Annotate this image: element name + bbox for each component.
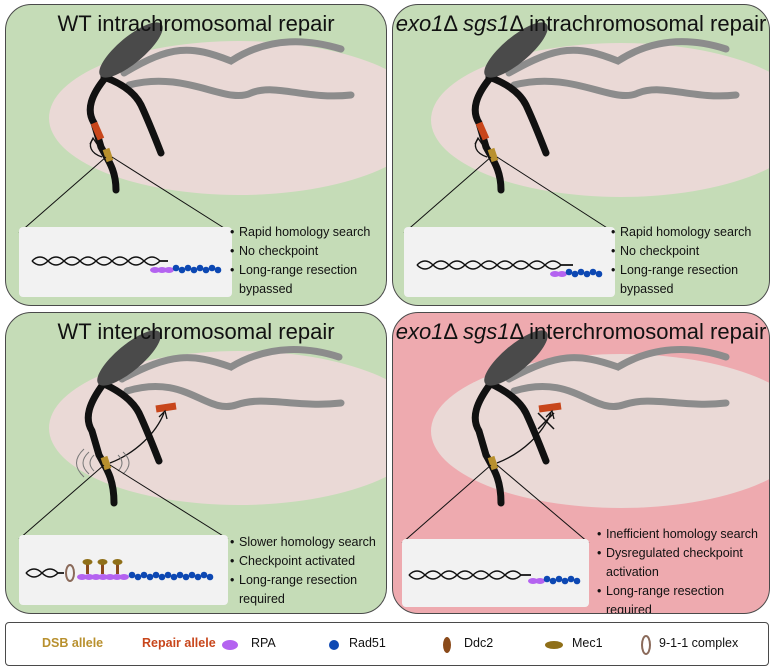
rad51-filament xyxy=(128,571,214,581)
outcome-list: Inefficient homology search Dysregulated… xyxy=(597,525,758,614)
outcome-item-continued: bypassed xyxy=(620,282,674,296)
outcome-item-continued: required xyxy=(239,592,285,606)
repair-allele-segment xyxy=(90,121,105,141)
panel-title: WT interchromosomal repair xyxy=(57,319,335,344)
legend-9-1-1-complex: 9-1-1 complex xyxy=(659,636,739,650)
resection-inset xyxy=(19,227,232,297)
complex-911-icon xyxy=(641,635,651,655)
rpa-cluster xyxy=(528,578,545,584)
rad51-filament xyxy=(172,264,222,274)
mec1-icon xyxy=(545,641,563,649)
checkpoint-signal-arcs xyxy=(76,448,130,478)
rpa-cluster xyxy=(550,271,567,277)
chromosome xyxy=(471,379,505,507)
spindle-pole-body xyxy=(484,330,548,386)
diagram-wt-interchromosomal xyxy=(18,330,386,605)
resection-inset xyxy=(402,539,589,607)
blocked-cross xyxy=(537,412,555,430)
outcome-item: Long-range resection xyxy=(611,261,751,280)
outcome-item: Dysregulated checkpoint xyxy=(597,544,758,563)
chromosome xyxy=(98,379,163,465)
outcome-item: Long-range resection xyxy=(230,571,376,590)
spindle-pole-body xyxy=(97,330,161,386)
chromosome xyxy=(100,73,165,157)
diagram-wt-intrachromosomal xyxy=(18,22,386,297)
panel-wt-intrachromosomal: WT intrachromosomal repair Rapid homolog… xyxy=(5,4,387,306)
diagram-mutant-interchromosomal xyxy=(401,330,769,607)
other-chromosome xyxy=(125,77,355,100)
spindle-pole-body xyxy=(99,22,163,78)
dsDNA-helix xyxy=(416,260,573,270)
chromosome xyxy=(485,379,550,465)
outcome-item: Rapid homology search xyxy=(230,223,370,242)
rad51-icon xyxy=(329,640,339,650)
rad51-filament xyxy=(543,575,581,585)
other-chromosome xyxy=(510,382,730,410)
other-chromosome xyxy=(118,346,343,383)
rpa-cluster xyxy=(77,574,129,580)
outcome-item-continued: activation xyxy=(606,565,659,579)
legend-rpa: RPA xyxy=(251,636,276,650)
repair-allele-segment xyxy=(155,402,177,413)
panel-title: WT intrachromosomal repair xyxy=(57,11,335,36)
dsb-allele-segment xyxy=(487,147,499,163)
repair-allele-segment xyxy=(538,402,562,413)
outcome-item: Inefficient homology search xyxy=(597,525,758,544)
other-chromosome xyxy=(120,38,345,77)
rad51-filament xyxy=(565,268,603,278)
outcome-list: Rapid homology search No checkpoint Long… xyxy=(230,223,370,299)
outcome-list: Slower homology search Checkpoint activa… xyxy=(230,533,376,609)
panel-title: exo1Δ sgs1Δ interchromosomal repair xyxy=(395,319,767,344)
panel-mutant-interchromosomal: exo1Δ sgs1Δ interchromosomal repair Inef… xyxy=(392,312,770,614)
diagram-mutant-intrachromosomal xyxy=(403,22,769,297)
rpa-cluster xyxy=(150,267,174,273)
other-chromosome xyxy=(510,77,740,100)
rpa-icon xyxy=(222,640,238,650)
dsb-allele-segment xyxy=(100,455,112,471)
dsb-allele-segment xyxy=(487,455,499,471)
resection-inset xyxy=(19,535,228,605)
outcome-item: Slower homology search xyxy=(230,533,376,552)
mec1-ddc2-complexes xyxy=(82,559,123,574)
outcome-item: No checkpoint xyxy=(611,242,751,261)
panel-wt-interchromosomal: WT interchromosomal repair Slower homolo… xyxy=(5,312,387,614)
nucleus xyxy=(431,43,769,197)
legend-mec1: Mec1 xyxy=(572,636,603,650)
outcome-item: Long-range resection xyxy=(230,261,370,280)
nucleus xyxy=(49,41,386,195)
chromosome xyxy=(485,73,550,157)
outcome-item: No checkpoint xyxy=(230,242,370,261)
spindle-pole-body xyxy=(484,22,548,78)
legend-dsb-allele: DSB allele xyxy=(42,636,104,650)
outcome-item-continued: bypassed xyxy=(239,282,293,296)
outcome-list: Rapid homology search No checkpoint Long… xyxy=(611,223,751,299)
9-1-1-complex xyxy=(65,564,75,582)
legend-repair-allele: Repair allele xyxy=(142,636,216,650)
legend: DSB allele Repair allele RPA Rad51 Ddc2 … xyxy=(5,622,769,666)
dsb-allele-segment xyxy=(102,147,114,163)
panel-mutant-intrachromosomal: exo1Δ sgs1Δ intrachromosomal repair Rapi… xyxy=(392,4,770,306)
other-chromosome xyxy=(505,346,730,383)
chromosome xyxy=(84,379,118,507)
legend-ddc2: Ddc2 xyxy=(464,636,494,650)
other-chromosome xyxy=(123,382,345,410)
other-chromosome xyxy=(505,38,730,77)
ddc2-icon xyxy=(443,637,451,653)
panel-title: exo1Δ sgs1Δ intrachromosomal repair xyxy=(395,11,767,36)
repair-arrow xyxy=(109,412,165,464)
legend-rad51: Rad51 xyxy=(349,636,386,650)
outcome-item: Rapid homology search xyxy=(611,223,751,242)
outcome-item: Long-range resection xyxy=(597,582,758,601)
repair-allele-segment xyxy=(475,121,490,141)
outcome-item-continued: required xyxy=(606,603,652,614)
outcome-item: Checkpoint activated xyxy=(230,552,376,571)
